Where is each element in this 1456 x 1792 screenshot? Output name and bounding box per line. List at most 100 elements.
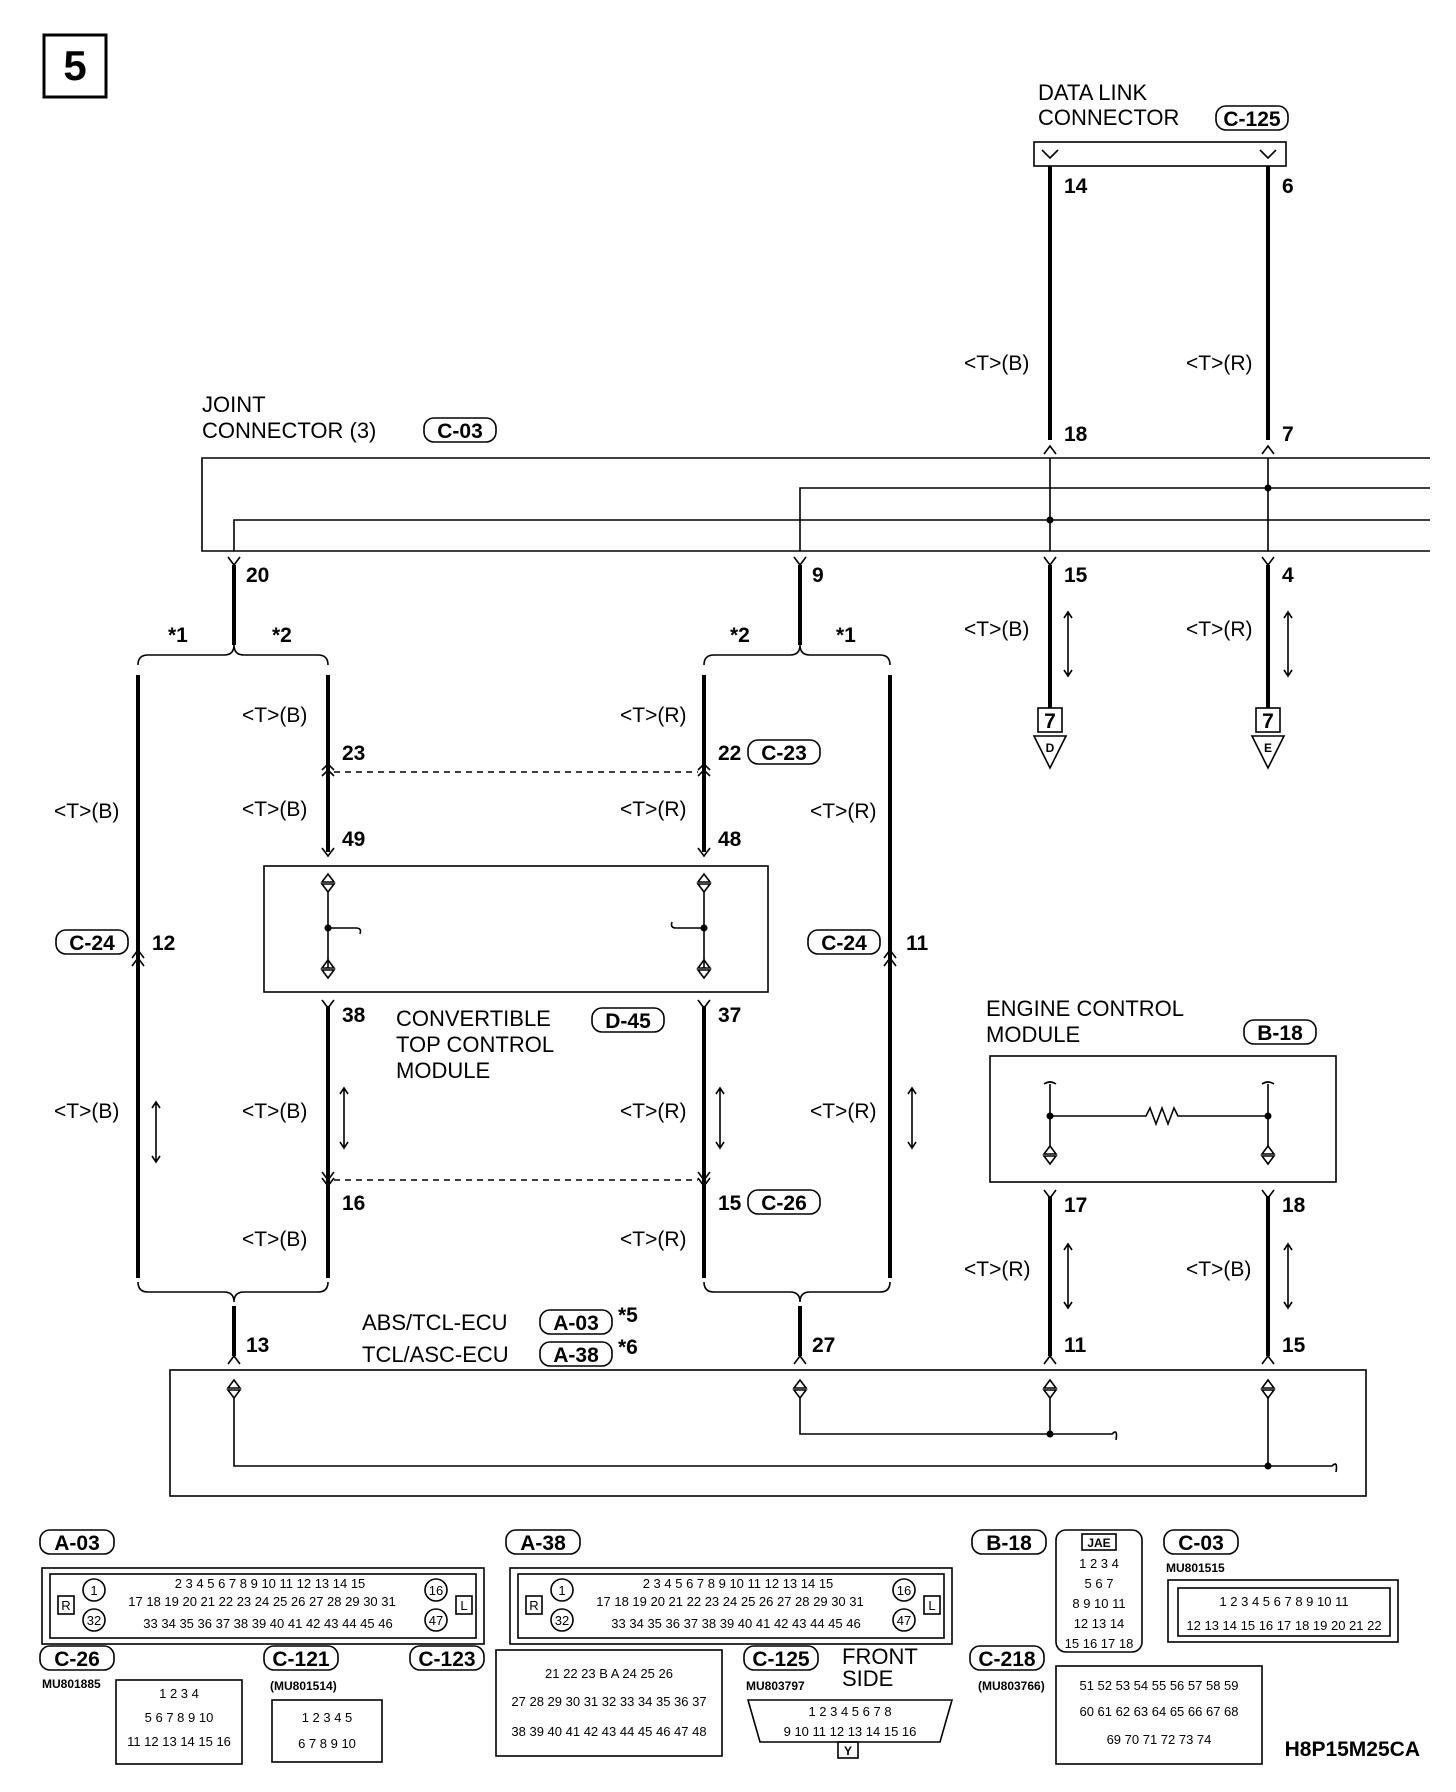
svg-text:9 10 11 12 13 14 15 16: 9 10 11 12 13 14 15 16 bbox=[784, 1724, 917, 1739]
wire-color-dl-left: <T>(B) bbox=[964, 352, 1029, 375]
pin-c23-23: 23 bbox=[342, 742, 365, 765]
svg-text:Y: Y bbox=[844, 1744, 852, 1758]
tcl-note: *6 bbox=[618, 1336, 638, 1359]
joint-title-1: JOINT bbox=[202, 392, 266, 417]
ctcm-title-1: CONVERTIBLE bbox=[396, 1006, 551, 1031]
svg-text:47: 47 bbox=[897, 1613, 911, 1628]
pin-j7: 7 bbox=[1282, 423, 1294, 446]
pin-j4: 4 bbox=[1282, 564, 1294, 587]
wire-color-outer-left-top: <T>(B) bbox=[54, 800, 119, 823]
abs-name: ABS/TCL-ECU bbox=[362, 1310, 507, 1335]
pin-abs15: 15 bbox=[1282, 1334, 1306, 1357]
svg-text:51 52 53 54 55 56 57 58 59: 51 52 53 54 55 56 57 58 59 bbox=[1079, 1678, 1238, 1693]
abs-tcl-ecu: ABS/TCL-ECU A-03 *5 TCL/ASC-ECU A-38 *6 bbox=[169, 1304, 1367, 1497]
wire-color-inner-right-1: <T>(R) bbox=[620, 704, 687, 727]
svg-text:47: 47 bbox=[429, 1613, 443, 1628]
pin-d45-49: 49 bbox=[342, 828, 365, 851]
wire-color-ecm18: <T>(B) bbox=[1186, 1258, 1251, 1281]
svg-text:C-125: C-125 bbox=[752, 1648, 810, 1671]
svg-text:21 22 23 B A 24 25 26: 21 22 23 B A 24 25 26 bbox=[545, 1666, 673, 1681]
svg-text:1 2 3 4: 1 2 3 4 bbox=[159, 1686, 199, 1701]
connector-view-c121: C-121 (MU801514) 1 2 3 4 5 6 7 8 9 10 bbox=[263, 1645, 383, 1763]
wire-color-inner-left-1: <T>(B) bbox=[242, 704, 307, 727]
c24-left-tag: C-24 bbox=[69, 932, 115, 955]
tcl-name: TCL/ASC-ECU bbox=[362, 1342, 509, 1367]
a38-tag: A-38 bbox=[553, 1344, 599, 1367]
pin-ecm17: 17 bbox=[1064, 1194, 1087, 1217]
svg-text:32: 32 bbox=[87, 1613, 101, 1628]
svg-text:33 34 35 36 37 38 39 40 41 42: 33 34 35 36 37 38 39 40 41 42 43 44 45 4… bbox=[143, 1616, 392, 1631]
svg-text:B-18: B-18 bbox=[986, 1532, 1032, 1555]
svg-text:60 61 62 63 64 65 66 67 68: 60 61 62 63 64 65 66 67 68 bbox=[1079, 1704, 1238, 1719]
svg-text:27 28 29 30 31 32 33 34 35 36: 27 28 29 30 31 32 33 34 35 36 37 bbox=[511, 1694, 706, 1709]
wire-color-inner-right-3: <T>(R) bbox=[620, 1100, 687, 1123]
wire-color-inner-left-2: <T>(B) bbox=[242, 798, 307, 821]
wire-color-j15: <T>(B) bbox=[964, 618, 1029, 641]
wire-color-ecm17: <T>(R) bbox=[964, 1258, 1031, 1281]
c24-left-tag-box bbox=[55, 929, 129, 955]
svg-text:33 34 35 36 37 38 39 40 41 42: 33 34 35 36 37 38 39 40 41 42 43 44 45 4… bbox=[611, 1616, 860, 1631]
ctcm-title-2: TOP CONTROL bbox=[396, 1032, 554, 1057]
svg-text:5 6 7: 5 6 7 bbox=[1085, 1576, 1114, 1591]
a03-tag: A-03 bbox=[553, 1312, 599, 1335]
c24-right-tag-box bbox=[807, 929, 881, 955]
svg-text:FRONT: FRONT bbox=[842, 1644, 918, 1669]
page-number-box bbox=[42, 33, 108, 99]
connector-view-a03: A-03 R 1 32 2 3 4 5 6 7 8 9 10 11 12 13 … bbox=[39, 1529, 485, 1645]
svg-text:11 12 13 14 15 16: 11 12 13 14 15 16 bbox=[127, 1734, 231, 1749]
svg-text:C-121: C-121 bbox=[272, 1648, 330, 1671]
svg-text:7: 7 bbox=[1262, 710, 1274, 733]
b18-tag: B-18 bbox=[1257, 1022, 1303, 1045]
wire-color-j4: <T>(R) bbox=[1186, 618, 1253, 641]
svg-text:A-03: A-03 bbox=[54, 1532, 100, 1555]
note-right-1: *1 bbox=[836, 624, 856, 647]
ctcm-title-3: MODULE bbox=[396, 1058, 490, 1083]
data-link-conn-tag-box bbox=[1215, 105, 1289, 131]
svg-text:16: 16 bbox=[429, 1583, 443, 1598]
d45-tag-box bbox=[591, 1007, 665, 1033]
svg-text:12 13 14 15 16 17 18 19 20 21: 12 13 14 15 16 17 18 19 20 21 22 bbox=[1186, 1618, 1381, 1633]
data-link-title-2: CONNECTOR bbox=[1038, 105, 1179, 130]
svg-text:C-218: C-218 bbox=[978, 1648, 1036, 1671]
pin-j9: 9 bbox=[812, 564, 824, 587]
pin-ecm18: 18 bbox=[1282, 1194, 1306, 1217]
svg-text:L: L bbox=[460, 1598, 467, 1613]
data-link-conn-tag: C-125 bbox=[1223, 108, 1281, 131]
data-link-title-1: DATA LINK bbox=[1038, 80, 1148, 105]
pin-d45-37: 37 bbox=[718, 1004, 741, 1027]
connector-view-c03: C-03 MU801515 1 2 3 4 5 6 7 8 9 10 11 12… bbox=[1163, 1529, 1399, 1643]
svg-text:(MU803766): (MU803766) bbox=[978, 1679, 1045, 1693]
wire-color-inner-left-3: <T>(B) bbox=[242, 1100, 307, 1123]
pin-j15: 15 bbox=[1064, 564, 1088, 587]
a03-tag-box bbox=[539, 1309, 613, 1335]
note-left-1: *1 bbox=[168, 624, 188, 647]
pin-dl6: 6 bbox=[1282, 175, 1294, 198]
connector-view-c125: C-125 MU803797 FRONT SIDE 1 2 3 4 5 6 7 … bbox=[743, 1644, 954, 1759]
c26-tag-box bbox=[747, 1189, 821, 1215]
pin-j20: 20 bbox=[246, 564, 269, 587]
svg-text:C-03: C-03 bbox=[1178, 1532, 1224, 1555]
a38-tag-box bbox=[539, 1341, 613, 1367]
svg-text:L: L bbox=[928, 1598, 935, 1613]
svg-text:R: R bbox=[61, 1598, 70, 1613]
svg-text:MU803797: MU803797 bbox=[746, 1679, 805, 1693]
pin-d45-48: 48 bbox=[718, 828, 742, 851]
offpage-connector-e: 7 E bbox=[1250, 707, 1286, 770]
joint-conn-tag-box bbox=[423, 417, 497, 443]
svg-text:69 70 71 72 73 74: 69 70 71 72 73 74 bbox=[1107, 1732, 1212, 1747]
svg-text:6 7 8 9 10: 6 7 8 9 10 bbox=[298, 1736, 356, 1751]
pin-c24-11: 11 bbox=[906, 932, 929, 955]
svg-text:C-26: C-26 bbox=[54, 1648, 100, 1671]
wire-color-outer-right-bot: <T>(R) bbox=[810, 1100, 877, 1123]
svg-text:12 13 14: 12 13 14 bbox=[1074, 1616, 1125, 1631]
note-right-2: *2 bbox=[730, 624, 750, 647]
diagram-code: H8P15M25CA bbox=[1285, 1738, 1420, 1761]
wire-color-inner-right-2: <T>(R) bbox=[620, 798, 687, 821]
svg-text:D: D bbox=[1046, 741, 1055, 755]
svg-text:1: 1 bbox=[558, 1583, 565, 1598]
svg-text:8 9 10 11: 8 9 10 11 bbox=[1072, 1596, 1125, 1611]
pin-c23-22: 22 bbox=[718, 742, 741, 765]
wire-color-inner-right-4: <T>(R) bbox=[620, 1228, 687, 1251]
svg-text:5 6 7 8 9 10: 5 6 7 8 9 10 bbox=[145, 1710, 214, 1725]
